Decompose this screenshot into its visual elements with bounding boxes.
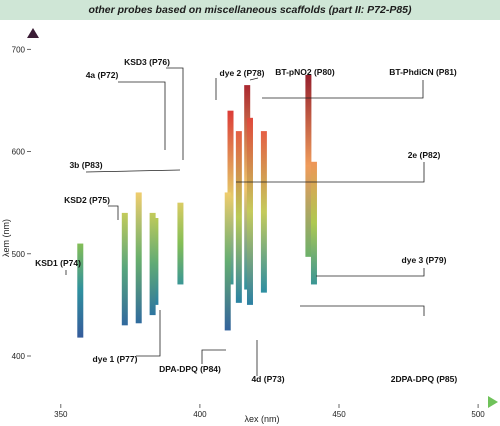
y-tick-label: 600 — [12, 148, 26, 157]
emission-bar — [149, 212, 156, 316]
y-tick-label: 500 — [12, 250, 26, 259]
probe-label: 4a (P72) — [86, 70, 119, 80]
emission-bar — [121, 212, 128, 326]
emission-bar — [246, 117, 253, 305]
emission-bar — [235, 131, 242, 303]
leader-line — [136, 310, 161, 357]
x-tick-label: 500 — [471, 410, 485, 419]
leader-line — [108, 205, 119, 220]
leader-line — [262, 80, 424, 99]
emission-bar — [177, 202, 184, 285]
leader-line — [249, 77, 259, 81]
probe-label: dye 2 (P78) — [220, 68, 265, 78]
emission-bar — [305, 74, 312, 257]
emission-bar — [135, 192, 142, 324]
leader-line — [316, 268, 425, 277]
probe-label: 2e (P82) — [408, 150, 441, 160]
leader-line — [201, 349, 226, 364]
emission-bar — [260, 131, 267, 293]
chart-title: other probes based on miscellaneous scaf… — [88, 4, 412, 16]
leader-line — [236, 162, 425, 183]
x-tick-label: 400 — [193, 410, 207, 419]
probe-label: BT-PhdiCN (P81) — [389, 67, 457, 77]
y-axis-label: λem (nm) — [1, 219, 11, 257]
y-tick-label: 400 — [12, 352, 26, 361]
probe-label: KSD2 (P75) — [64, 195, 110, 205]
emission-bar — [77, 243, 84, 338]
probe-label: DPA-DPQ (P84) — [159, 364, 221, 374]
probe-label: 3b (P83) — [69, 160, 102, 170]
x-axis-label: λex (nm) — [244, 414, 279, 424]
chart-svg: 350 400 450 500 400 500 600 700 λem (nm) λex (n… — [1, 28, 498, 424]
probe-label: dye 3 (P79) — [402, 255, 447, 265]
leader-line — [118, 81, 166, 150]
emission-bar — [310, 161, 317, 285]
probe-label: KSD1 (P74) — [35, 258, 81, 268]
probe-label: 4d (P73) — [251, 374, 284, 384]
y-axis-arrow — [27, 28, 39, 38]
leader-line — [85, 169, 181, 173]
y-tick-label: 700 — [12, 45, 26, 54]
probe-label: dye 1 (P77) — [93, 354, 138, 364]
probe-label: 2DPA-DPQ (P85) — [391, 374, 458, 384]
emission-bar — [224, 192, 231, 331]
x-axis-arrow — [488, 396, 498, 408]
x-tick-label: 450 — [332, 410, 346, 419]
x-tick-label: 350 — [54, 410, 68, 419]
chart-header: other probes based on miscellaneous scaf… — [0, 0, 500, 20]
leader-line — [166, 67, 184, 160]
leader-line — [300, 305, 425, 316]
probe-label: BT-pNO2 (P80) — [275, 67, 335, 77]
probe-label: KSD3 (P76) — [124, 57, 170, 67]
